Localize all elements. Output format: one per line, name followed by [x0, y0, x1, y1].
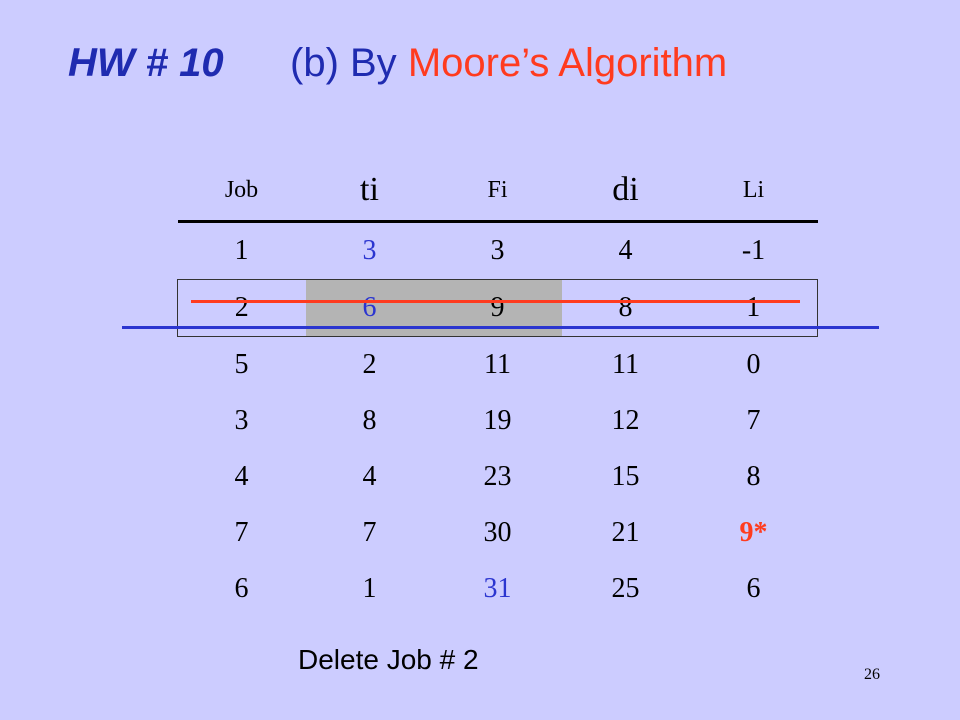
table-row: 5 2 11 11 0: [178, 337, 818, 394]
header-di: di: [612, 171, 639, 208]
cell-ti: 4: [362, 461, 377, 492]
table-header-row: Job ti Fi di Li: [177, 160, 818, 222]
cell-ti: 8: [362, 405, 377, 436]
cell-li: -1: [741, 235, 766, 266]
cell-li: 8: [746, 461, 761, 492]
cell-ti: 3: [362, 235, 377, 266]
cell-fi: 3: [490, 235, 505, 266]
delete-strike-line: [191, 300, 800, 303]
page-number: 26: [864, 666, 880, 683]
cell-job: 7: [234, 517, 249, 548]
cell-job: 3: [234, 405, 249, 436]
header-ti: ti: [360, 171, 379, 208]
cell-job: 5: [234, 349, 249, 380]
table-row: 3 8 19 12 7: [178, 393, 818, 449]
cell-fi: 23: [483, 461, 512, 492]
header-job: Job: [224, 176, 259, 203]
cell-di: 15: [611, 461, 640, 492]
cell-di: 25: [611, 573, 640, 604]
table-row: 6 1 31 25 6: [178, 561, 818, 617]
cell-fi: 19: [483, 405, 512, 436]
table-row: 4 4 23 15 8: [178, 449, 818, 505]
table-row: 7 7 30 21 9*: [178, 505, 818, 561]
cell-job: 1: [234, 235, 249, 266]
cell-job: 6: [234, 573, 249, 604]
header-li: Li: [742, 176, 765, 203]
cell-fi: 31: [483, 573, 512, 604]
title-part: (b) By: [290, 41, 397, 85]
cell-li: 7: [746, 405, 761, 436]
delete-job-note: Delete Job # 2: [298, 644, 479, 675]
job-schedule-table: Job ti Fi di Li 1 3 3 4 -1 2 6 9 8 1 5 2…: [177, 160, 818, 617]
header-fi: Fi: [487, 176, 508, 203]
cell-ti: 2: [362, 349, 377, 380]
cell-fi: 11: [484, 349, 511, 380]
table-row: 1 3 3 4 -1: [178, 222, 818, 280]
cell-di: 11: [612, 349, 639, 380]
cell-li: 6: [746, 573, 761, 604]
cell-li-max-lateness: 9*: [739, 517, 768, 548]
title-hw-number: HW # 10: [68, 41, 224, 85]
cell-ti: 1: [362, 573, 377, 604]
slide-title: HW # 10 (b) By Moore’s Algorithm: [68, 38, 727, 88]
cell-ti: 7: [362, 517, 377, 548]
cell-di: 12: [611, 405, 640, 436]
cell-job: 4: [234, 461, 249, 492]
cell-di: 21: [611, 517, 640, 548]
cell-fi: 30: [483, 517, 512, 548]
title-accent: Moore’s Algorithm: [407, 41, 728, 85]
cell-di: 4: [618, 235, 633, 266]
cell-li: 0: [746, 349, 761, 380]
blue-divider-line: [122, 326, 879, 329]
